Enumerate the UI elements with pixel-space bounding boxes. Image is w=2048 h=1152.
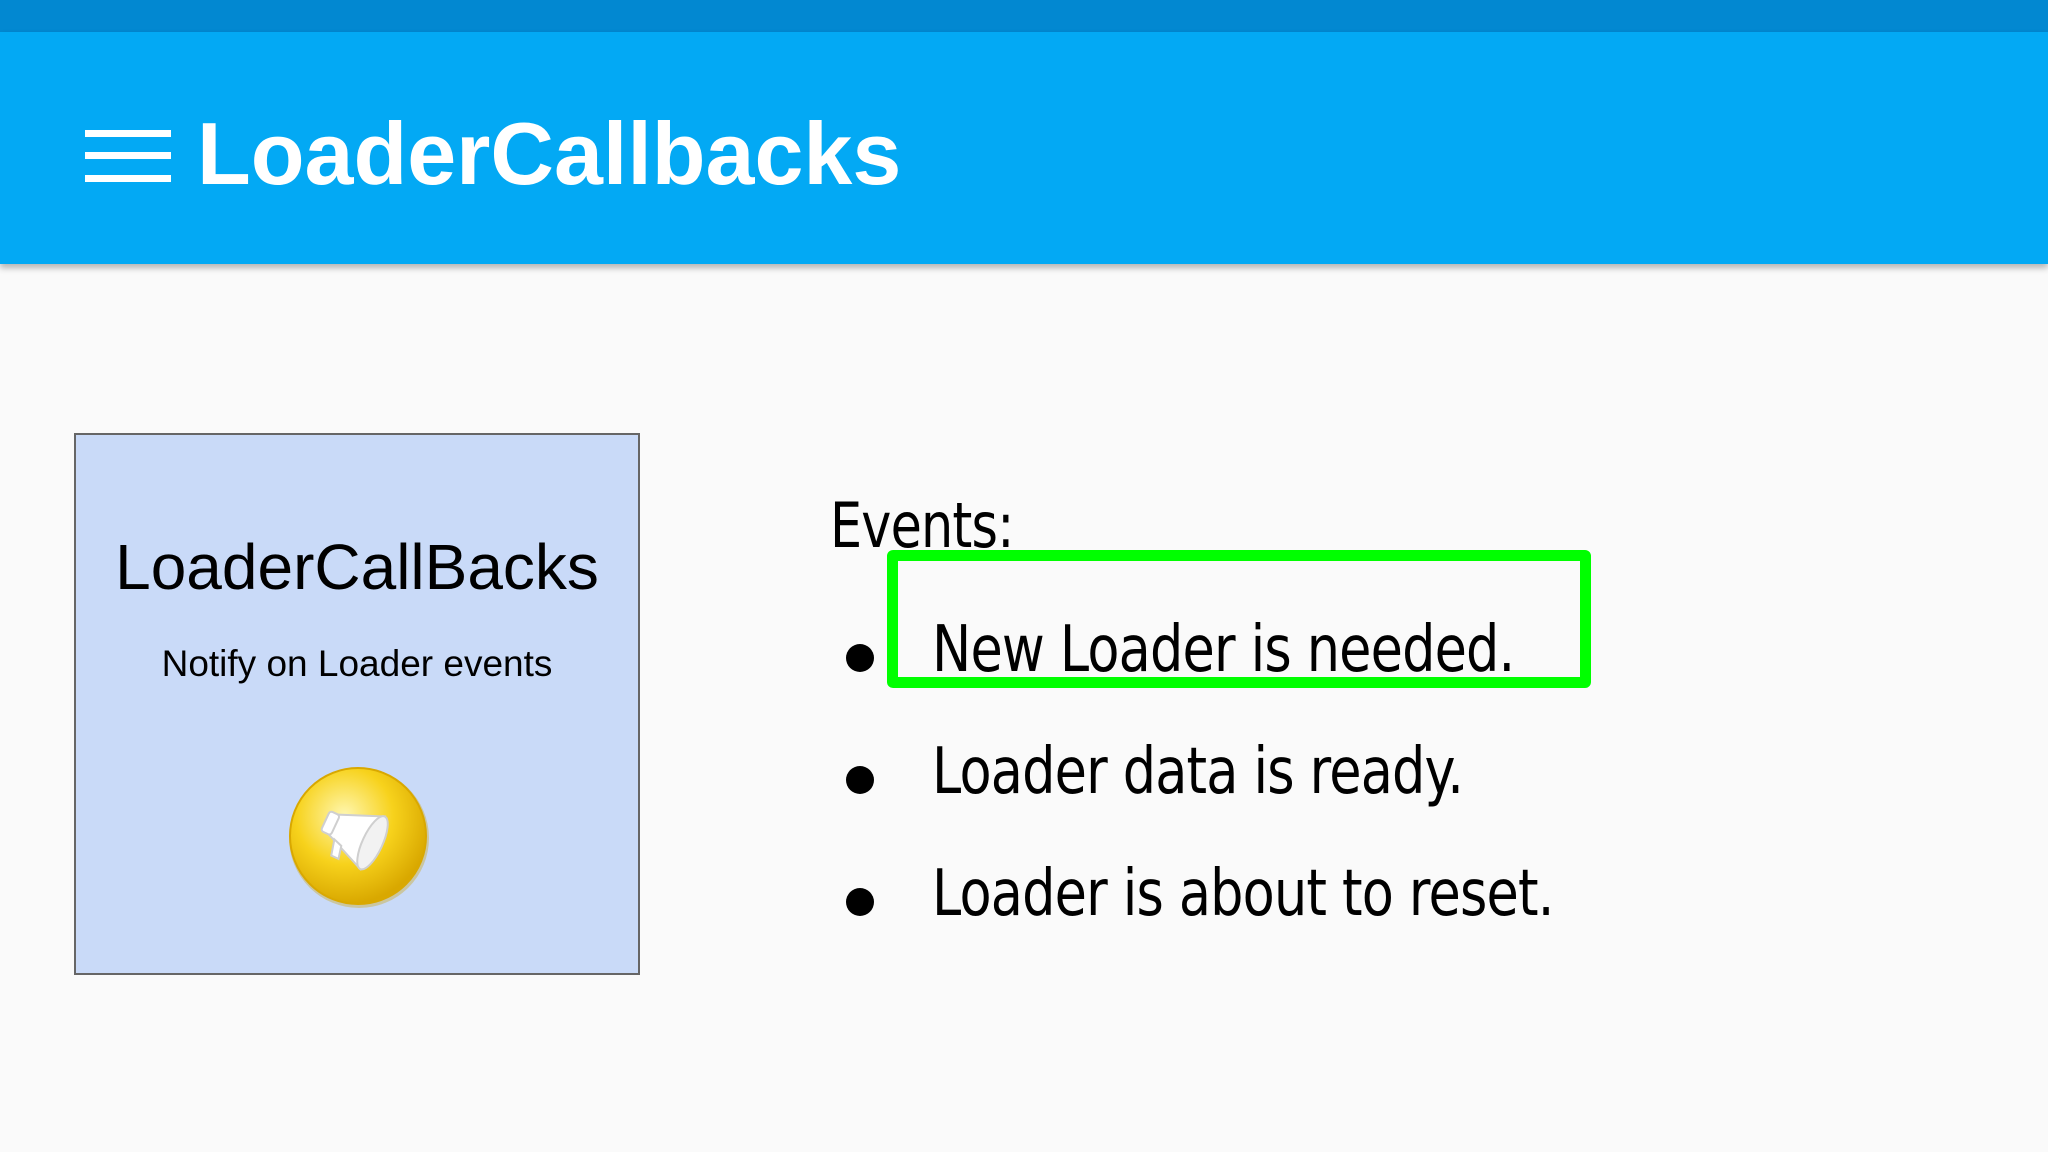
event-text: Loader data is ready. xyxy=(932,735,1464,809)
app-bar: LoaderCallbacks xyxy=(0,32,2048,264)
menu-line xyxy=(85,175,171,182)
menu-line xyxy=(85,130,171,137)
bullet-icon xyxy=(846,644,874,672)
megaphone-icon xyxy=(289,767,429,908)
status-bar xyxy=(0,0,2048,32)
highlight-box xyxy=(887,550,1591,688)
card-title: LoaderCallBacks xyxy=(115,531,599,603)
app-title: LoaderCallbacks xyxy=(197,104,902,203)
bullet-icon xyxy=(846,888,874,916)
bullet-icon xyxy=(846,766,874,794)
loader-callbacks-card: LoaderCallBacks Notify on Loader events xyxy=(74,433,640,975)
card-subtitle: Notify on Loader events xyxy=(161,643,553,684)
menu-line xyxy=(85,152,171,159)
events-heading: Events: xyxy=(830,489,1014,562)
event-text: New Loader is needed. xyxy=(932,613,1515,687)
hamburger-menu-icon[interactable] xyxy=(85,130,171,182)
event-text: Loader is about to reset. xyxy=(932,857,1554,931)
